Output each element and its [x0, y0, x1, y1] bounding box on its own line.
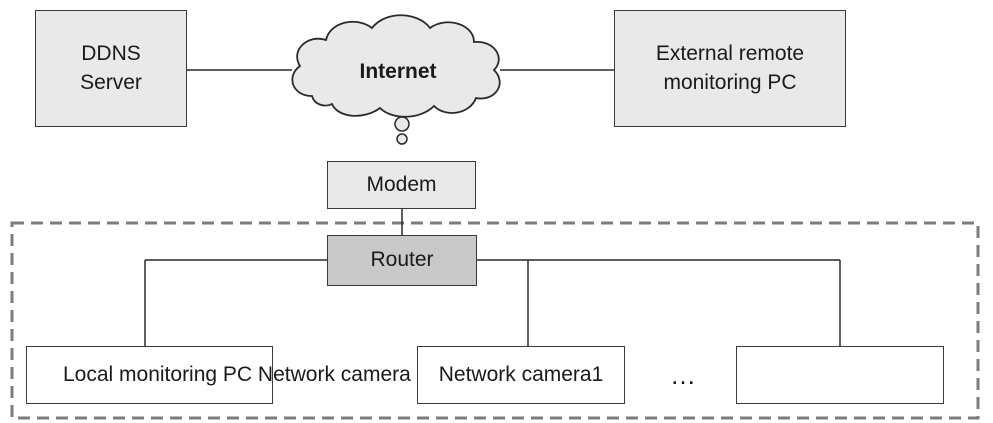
more-cameras-ellipsis: … [670, 360, 698, 390]
lan-boundary [10, 221, 980, 420]
internet-label: Internet [359, 60, 437, 83]
local-pc-node: Local monitoring PC Network camera n [26, 346, 428, 404]
external-pc-label: External remote monitoring PC [655, 42, 805, 94]
router-label: Router [370, 248, 434, 272]
camera-n-node [736, 346, 944, 404]
internet-cloud [291, 14, 501, 118]
router-node: Router [327, 235, 477, 286]
bubble-large [394, 116, 410, 132]
local-pc-label: Local monitoring PC Network camera n [63, 362, 429, 386]
camera1-label: Network camera1 [438, 362, 604, 386]
ddns-server-node: DDNS Server [35, 10, 187, 127]
modem-node: Modem [327, 161, 476, 209]
external-pc-node: External remote monitoring PC [614, 10, 846, 127]
bubble-small [396, 133, 408, 145]
modem-label: Modem [366, 172, 437, 196]
ddns-server-label: DDNS Server [80, 42, 142, 94]
camera1-node: Network camera1 [417, 346, 625, 404]
